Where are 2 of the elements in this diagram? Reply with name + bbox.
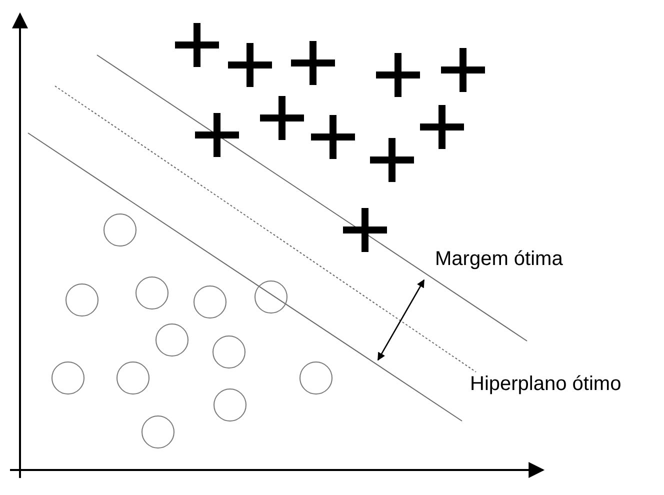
annotation-label: Hiperplano ótimo (470, 373, 622, 396)
annotation-label: Margem ótima (435, 248, 563, 271)
